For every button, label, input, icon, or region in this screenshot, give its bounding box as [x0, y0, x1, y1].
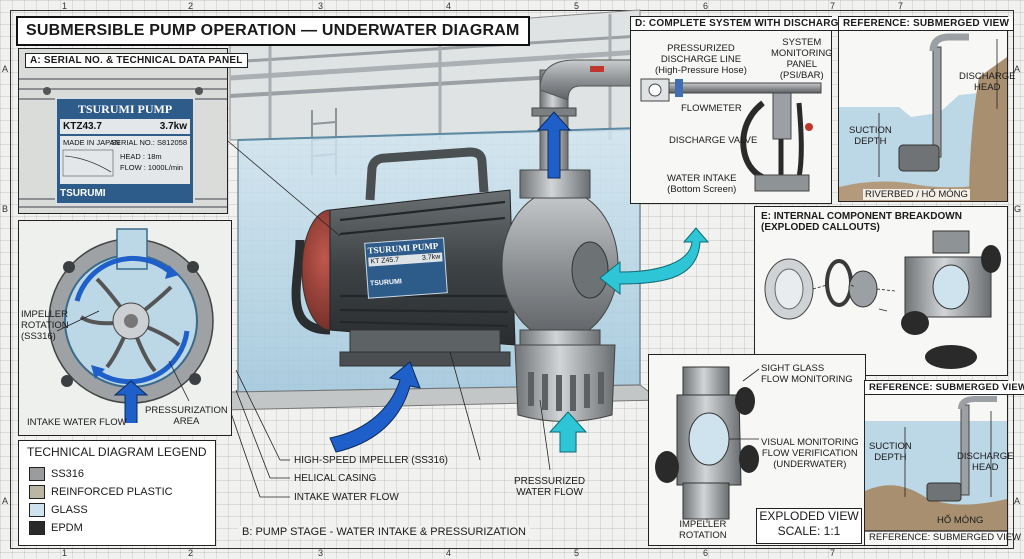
ruler-col-3: 3 [318, 1, 324, 11]
ruler-col-4-bottom: 4 [446, 548, 452, 558]
drawing-border [10, 10, 1014, 549]
riverbed-label: RIVERBED / HỐ MÓNG [863, 189, 970, 200]
exploded-view-box: EXPLODED VIEW SCALE: 1:1 [756, 508, 862, 544]
panel-e-breakdown: E: INTERNAL COMPONENT BREAKDOWN (EXPLODE… [754, 206, 1008, 376]
sight-glass-label: SIGHT GLASS FLOW MONITORING [761, 363, 853, 385]
legend-swatch-epdm [29, 521, 45, 535]
monitoring-panel-label: SYSTEM MONITORING PANEL (PSI/BAR) [771, 37, 833, 81]
legend-label: REINFORCED PLASTIC [51, 486, 173, 498]
serial-plate: TSURUMI PUMP KTZ43.7 3.7kw MADE IN JAPAN… [55, 97, 195, 205]
pump-curve-graph [62, 149, 114, 177]
water-intake-label: WATER INTAKE (Bottom Screen) [667, 173, 737, 195]
discharge-head-bottom-label: DISCHARGE HEAD [957, 451, 1014, 473]
reference-top: REFERENCE: SUBMERGED VIEW DISCHARGE HEAD… [838, 16, 1015, 202]
discharge-line-label: PRESSURIZED DISCHARGE LINE (High-Pressur… [655, 43, 747, 76]
discharge-head-label: DISCHARGE HEAD [959, 71, 1016, 93]
ruler-col-6: 6 [703, 1, 709, 11]
main-plate-power: 3.7kw [421, 253, 441, 262]
legend-swatch-ss316 [29, 467, 45, 481]
reference-bottom-drawing [865, 396, 1007, 532]
ruler-col-5: 5 [574, 1, 580, 11]
callout-pressurized: PRESSURIZED WATER FLOW [514, 476, 586, 498]
ruler-col-2: 2 [188, 1, 194, 11]
ruler-col-1-bottom: 1 [62, 548, 68, 558]
ho-mong-label: HỐ MÓNG [937, 515, 984, 526]
legend-label: EPDM [51, 522, 83, 534]
main-nameplate: TSURUMI PUMP KT Z45.7 3.7kw TSURUMI [364, 237, 448, 299]
serial-plate-flow: FLOW : 1000L/min [120, 163, 183, 172]
ruler-col-6-bottom: 6 [703, 548, 709, 558]
flowmeter-label: FLOWMETER [681, 103, 742, 114]
reference-top-title: REFERENCE: SUBMERGED VIEW [839, 17, 1015, 31]
panel-a-title: A: SERIAL NO. & TECHNICAL DATA PANEL [25, 53, 248, 68]
legend-item: GLASS [29, 503, 88, 517]
panel-a-serial: A: SERIAL NO. & TECHNICAL DATA PANEL TSU… [18, 48, 248, 214]
ruler-col-3-bottom: 3 [318, 548, 324, 558]
pressurization-area-label: PRESSURIZATION AREA [145, 405, 228, 427]
ruler-row-b-left: B [2, 204, 9, 214]
visual-monitoring-label: VISUAL MONITORING FLOW VERIFICATION (UND… [761, 437, 859, 470]
ruler-row-a-left: A [2, 64, 9, 74]
panel-e-title: E: INTERNAL COMPONENT BREAKDOWN (EXPLODE… [761, 211, 962, 233]
legend-item: EPDM [29, 521, 83, 535]
ruler-row-g-right: G [1014, 204, 1022, 214]
impeller-drawing [48, 228, 214, 423]
callout-casing: HELICAL CASING [294, 473, 377, 484]
ruler-col-7: 7 [830, 1, 836, 11]
serial-plate-brand: TSURUMI PUMP [77, 102, 173, 116]
serial-plate-model: KTZ43.7 [63, 121, 102, 132]
ruler-col-1: 1 [62, 1, 68, 11]
reference-top-drawing [839, 33, 1007, 201]
impeller-rotation-label: IMPELLER ROTATION (SS316) [21, 309, 69, 342]
legend-item: REINFORCED PLASTIC [29, 485, 173, 499]
main-plate-model: KT Z45.7 [370, 256, 400, 266]
leader-lines [221, 135, 551, 498]
legend-swatch-glass [29, 503, 45, 517]
ruler-col-2-bottom: 2 [188, 548, 194, 558]
legend-label: SS316 [51, 468, 85, 480]
legend-swatch-plastic [29, 485, 45, 499]
panel-d-system: D: COMPLETE SYSTEM WITH DISCHARGE PRESSU… [630, 16, 851, 204]
serial-plate-power: 3.7kw [159, 121, 187, 132]
callout-impeller: HIGH-SPEED IMPELLER (SS316) [294, 455, 448, 466]
page-title: SUBMERSIBLE PUMP OPERATION — UNDERWATER … [16, 16, 530, 46]
legend-title: TECHNICAL DIAGRAM LEGEND [27, 445, 207, 459]
ruler-row-a-right: A [1014, 64, 1021, 74]
ruler-col-7-bottom: 7 [830, 548, 836, 558]
serial-plate-made-in: MADE IN JAPAN [63, 138, 120, 147]
sight-glass-drawing [655, 366, 760, 523]
ruler-col-5-bottom: 5 [574, 548, 580, 558]
reference-bottom-footer: REFERENCE: SUBMERGED VIEW [869, 532, 1022, 543]
suction-depth-label: SUCTION DEPTH [849, 125, 892, 147]
legend-item: SS316 [29, 467, 84, 481]
main-plate-footer: TSURUMI [369, 278, 403, 288]
legend-panel: TECHNICAL DIAGRAM LEGEND SS316 REINFORCE… [18, 440, 216, 546]
flow-arrows [329, 111, 710, 453]
scale-label: SCALE: 1:1 [777, 524, 841, 538]
legend-label: GLASS [51, 504, 88, 516]
reference-bottom-title: REFERENCE: SUBMERGED VIEW [865, 381, 1024, 395]
impeller-rotation-bottom-label: IMPELLER ROTATION [679, 519, 727, 541]
ruler-col-4: 4 [446, 1, 452, 11]
stage-title: B: PUMP STAGE - WATER INTAKE & PRESSURIZ… [238, 526, 530, 538]
ruler-row-a2-left: A [2, 496, 9, 506]
intake-flow-label: INTAKE WATER FLOW [27, 417, 127, 428]
suction-depth-bottom-label: SUCTION DEPTH [869, 441, 912, 463]
serial-plate-footer: TSURUMI [60, 188, 106, 199]
impeller-inset: IMPELLER ROTATION (SS316) INTAKE WATER F… [18, 220, 232, 436]
serial-plate-serial: SERIAL NO.: S812058 [110, 138, 187, 147]
callout-intake: INTAKE WATER FLOW [294, 492, 399, 503]
ruler-row-a2-right: A [1014, 496, 1021, 506]
system-drawing [640, 78, 822, 192]
serial-plate-head: HEAD : 18m [120, 152, 162, 161]
exploded-parts [764, 230, 1001, 369]
reference-bottom: REFERENCE: SUBMERGED VIEW SUCTION DEPTH … [864, 380, 1024, 546]
ruler-col-7b: 7 [898, 1, 904, 11]
exploded-view-label: EXPLODED VIEW [759, 509, 859, 523]
discharge-valve-label: DISCHARGE VALVE [669, 135, 758, 146]
